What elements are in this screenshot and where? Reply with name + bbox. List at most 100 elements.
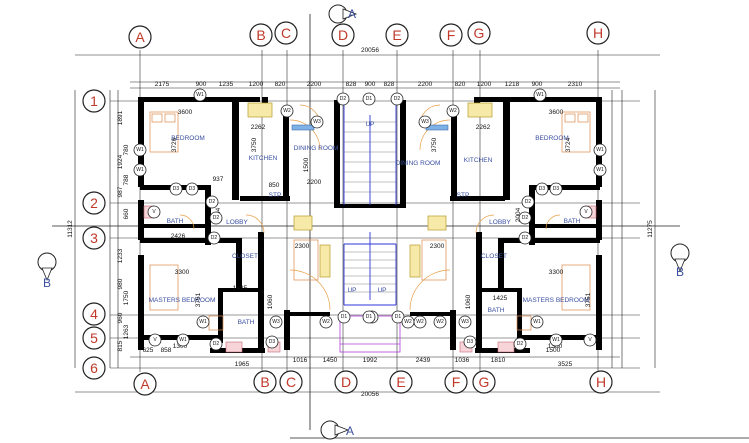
int-dim: 1060 [465, 294, 472, 309]
dim-left-seg: 987 [117, 186, 124, 197]
opening-tag: W1 [593, 163, 607, 177]
dim-top-seg: 900 [365, 81, 376, 88]
room-labels: BEDROOM BEDROOM KITCHEN KITCHEN DINING R… [149, 135, 590, 326]
room-dining-left: DINING ROOM [294, 145, 339, 152]
dim-bottom-seg: 1500 [546, 347, 561, 354]
dim-bottom-seg: 3525 [558, 361, 573, 368]
svg-text:W1: W1 [552, 337, 560, 343]
svg-text:1: 1 [90, 93, 98, 109]
stair-up-1: UP [365, 121, 374, 128]
int-dim: 3724 [565, 137, 572, 152]
dim-left-total: 11312 [67, 220, 74, 238]
dim-bottom-seg: 625 [143, 347, 154, 354]
room-bedroom-right: BEDROOM [535, 135, 569, 142]
room-lobby-right: LOBBY [489, 219, 511, 226]
grid-col-e-bottom: E [389, 370, 413, 394]
opening-tag: D3 [549, 182, 563, 196]
opening-tag: D2 [521, 195, 535, 209]
dim-top-seg: 1235 [219, 81, 234, 88]
dim-bottom-seg: 1810 [491, 357, 506, 364]
opening-tag: W1 [176, 333, 190, 347]
room-bedroom-left: BEDROOM [171, 135, 205, 142]
svg-text:W2: W2 [322, 319, 330, 325]
svg-text:D1: D1 [395, 314, 402, 320]
dim-top-seg: 820 [455, 81, 466, 88]
grid-row-5: 5 [82, 326, 106, 350]
svg-text:6: 6 [90, 360, 98, 376]
svg-text:D1: D1 [366, 314, 373, 320]
svg-text:D1: D1 [341, 314, 348, 320]
svg-text:G: G [474, 25, 485, 41]
opening-tag: D2 [336, 92, 350, 106]
svg-text:V: V [153, 337, 157, 343]
opening-tag: D3 [463, 335, 477, 349]
opening-tag: W2 [319, 315, 333, 329]
svg-text:2: 2 [90, 195, 98, 211]
int-dim: 3751 [195, 292, 202, 307]
svg-text:D: D [338, 27, 348, 43]
svg-text:D2: D2 [340, 96, 347, 102]
svg-text:D2: D2 [213, 215, 220, 221]
dim-left-seg: 960 [117, 312, 124, 323]
opening-tag: W1 [593, 143, 607, 157]
svg-text:H: H [596, 374, 606, 390]
dim-top-seg: 820 [275, 81, 286, 88]
opening-tag: W2 [446, 104, 460, 118]
svg-text:A: A [140, 376, 150, 392]
svg-text:3: 3 [90, 230, 98, 246]
grid-col-f-top: F [439, 23, 463, 47]
dim-top-seg: 2175 [155, 81, 170, 88]
svg-text:D2: D2 [522, 215, 529, 221]
dim-left-seg: 780 [123, 144, 130, 155]
opening-tag: D2 [207, 231, 221, 245]
dim-left-seg: 1750 [123, 290, 130, 305]
dim-top-seg: 828 [346, 81, 357, 88]
grid-col-a-bottom: A [133, 372, 157, 396]
room-kitchen-right: KITCHEN [464, 157, 493, 164]
int-dim: 2200 [307, 179, 322, 186]
svg-text:W1: W1 [533, 319, 541, 325]
svg-text:A: A [135, 29, 145, 45]
int-dim: 3600 [549, 109, 564, 116]
room-kitchen-left: KITCHEN [249, 155, 278, 162]
room-bath-left-upper: BATH [167, 218, 184, 225]
int-dim: 2300 [295, 243, 310, 250]
int-dim: 3726 [171, 137, 178, 152]
room-bath-right-upper: BATH [564, 218, 581, 225]
int-dim: 1060 [267, 294, 274, 309]
svg-text:D3: D3 [553, 186, 560, 192]
svg-text:B: B [256, 27, 265, 43]
opening-tag: D1 [391, 310, 405, 324]
grid-row-6: 6 [82, 356, 106, 380]
svg-text:D2: D2 [517, 341, 524, 347]
opening-tag: W1 [133, 143, 147, 157]
dim-bottom-seg: 1992 [363, 357, 378, 364]
svg-text:G: G [479, 374, 490, 390]
grid-row-2: 2 [82, 191, 106, 215]
dim-top-seg: 2200 [418, 81, 433, 88]
grid-col-c-bottom: C [279, 370, 303, 394]
svg-text:D3: D3 [173, 186, 180, 192]
svg-text:H: H [593, 25, 603, 41]
room-closet-right: CLOSET [481, 253, 507, 260]
grid-row-3: 3 [82, 226, 106, 250]
dim-top-seg: 1218 [505, 81, 520, 88]
dim-top-seg: 828 [384, 81, 395, 88]
svg-text:W1: W1 [536, 92, 544, 98]
room-closet-left: CLOSET [232, 253, 258, 260]
int-dim: 1425 [493, 295, 508, 302]
int-dim: 850 [269, 182, 280, 189]
grid-col-c-top: C [274, 21, 298, 45]
int-dim: 1300 [173, 343, 188, 350]
svg-text:C: C [286, 374, 296, 390]
dim-left-seg: 980 [117, 278, 124, 289]
opening-tag: D2 [390, 92, 404, 106]
section-markers: A A B B [37, 4, 749, 440]
int-dim: 3751 [585, 292, 592, 307]
grid-col-b-bottom: B [253, 370, 277, 394]
opening-tag: D3 [265, 335, 279, 349]
svg-text:E: E [392, 27, 401, 43]
opening-tag: W2 [280, 104, 294, 118]
section-label-left: B [43, 276, 51, 290]
